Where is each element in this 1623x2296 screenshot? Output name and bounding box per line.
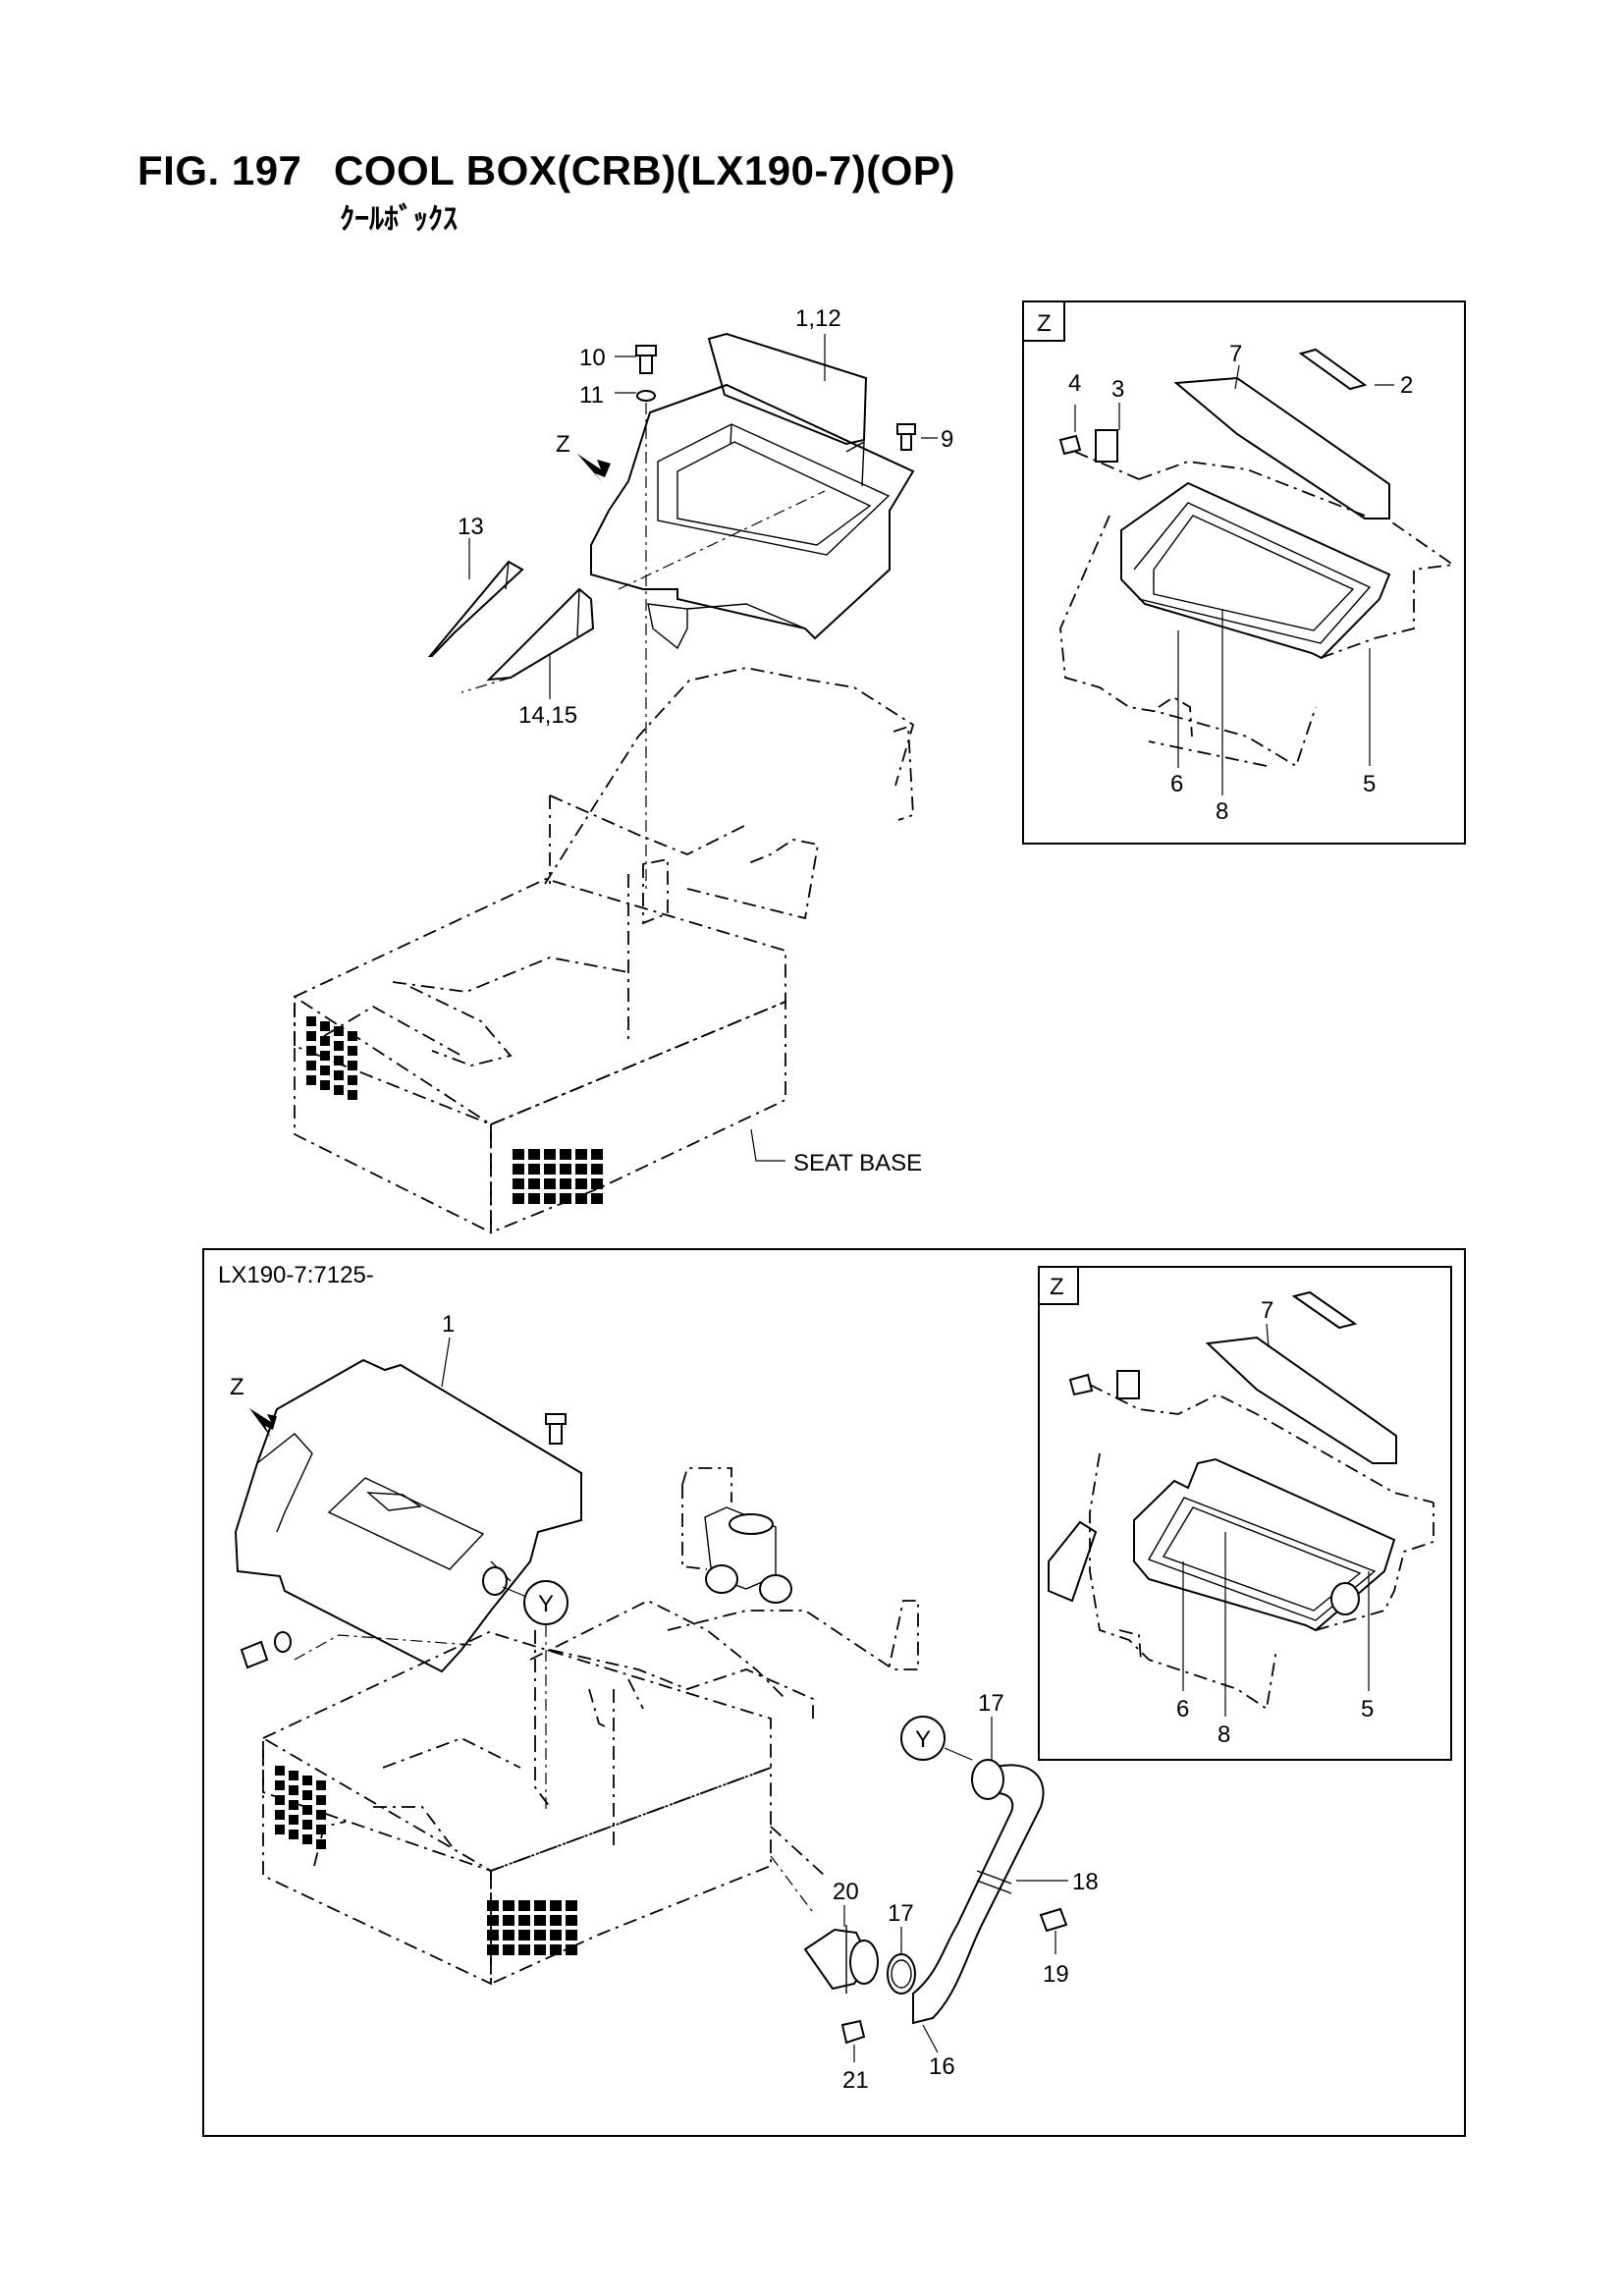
label-z-arrow-bottom: Z (230, 1374, 244, 1400)
vent-grille-front (513, 1149, 603, 1204)
detail-bottom-label-6: 6 (1176, 1696, 1189, 1722)
serial-note: LX190-7:7125- (218, 1262, 374, 1288)
label-y-top: Y (538, 1591, 554, 1617)
bolt-19 (1039, 1907, 1068, 1933)
label-13: 13 (458, 514, 484, 540)
label-19: 19 (1043, 1961, 1069, 1988)
vent-grille-left-bottom (275, 1766, 326, 1849)
hose-clamp-18 (976, 1870, 1012, 1885)
label-17b: 17 (888, 1900, 914, 1927)
label-11: 11 (579, 382, 604, 409)
vent-grille-left (306, 1016, 357, 1100)
detail-label-6: 6 (1170, 771, 1183, 797)
detail-lid (1173, 376, 1390, 519)
connector-y-top (523, 1580, 568, 1625)
figure-number: FIG. 197 (137, 147, 302, 193)
detail-label-5: 5 (1363, 771, 1376, 797)
label-14-15: 14,15 (518, 702, 577, 729)
detail-handle-bottom (1291, 1290, 1358, 1330)
detail-z-tag-top: Z (1037, 310, 1052, 337)
label-21: 21 (842, 2067, 869, 2094)
detail-z-tag-bottom: Z (1050, 1274, 1064, 1300)
figure-subtitle: ｸｰﾙﾎﾞｯｸｽ (340, 202, 458, 237)
handle-2 (1298, 348, 1368, 391)
detail-label-4: 4 (1068, 370, 1081, 397)
label-z-arrow: Z (556, 431, 570, 458)
label-20: 20 (833, 1879, 859, 1905)
cool-box-body (590, 383, 915, 640)
detail-bottom-label-8: 8 (1217, 1722, 1230, 1748)
label-10: 10 (579, 345, 606, 371)
detail-box-bottom (1133, 1457, 1396, 1632)
detail-label-2: 2 (1400, 372, 1413, 399)
top-assembly (294, 332, 938, 1234)
label-16: 16 (929, 2053, 955, 2080)
bracket-3 (1095, 429, 1118, 463)
view-arrow-z-bottom (249, 1408, 277, 1438)
bottom-assembly (234, 1337, 1068, 2062)
vent-grille-front-bottom (487, 1900, 577, 1955)
bracket-14-15 (486, 587, 595, 682)
detail-bracket-bottom (1116, 1370, 1140, 1399)
detail-label-7: 7 (1229, 341, 1242, 367)
detail-z-top (1022, 301, 1466, 845)
label-18: 18 (1072, 1869, 1099, 1895)
detail-z-bottom (1038, 1266, 1452, 1761)
view-arrow-z (577, 454, 611, 483)
seat-base-frame (294, 878, 786, 1125)
hose-16 (912, 1764, 1045, 2025)
figure-name: COOL BOX(CRB)(LX190-7)(OP) (334, 147, 955, 193)
detail-label-3: 3 (1111, 376, 1124, 403)
cool-box-lid (707, 332, 868, 446)
bracket-13 (427, 560, 524, 657)
label-17a: 17 (978, 1690, 1004, 1717)
washer-11 (636, 390, 656, 402)
bolt-4 (1058, 434, 1082, 456)
bolt-21 (840, 2019, 866, 2045)
clamp-17a (971, 1759, 1004, 1800)
connector-y-hose (900, 1716, 946, 1761)
label-1-12: 1,12 (795, 305, 841, 332)
detail-lid-bottom (1205, 1336, 1397, 1464)
label-y-hose: Y (915, 1726, 931, 1753)
detail-bottom-label-7: 7 (1261, 1297, 1273, 1324)
label-1: 1 (442, 1311, 455, 1338)
cover-bolt (240, 1640, 269, 1669)
detail-label-8: 8 (1216, 798, 1228, 825)
cover-1 (234, 1358, 582, 1673)
label-9: 9 (941, 426, 953, 453)
figure-title: FIG. 197 COOL BOX(CRB)(LX190-7)(OP) (137, 147, 955, 194)
seat-base-frame-bottom (262, 1631, 772, 1872)
label-seat-base: SEAT BASE (793, 1150, 922, 1176)
cover-washer (274, 1631, 292, 1653)
top-bolt (549, 1421, 563, 1445)
detail-bolt-bottom (1068, 1373, 1094, 1396)
detail-bottom-label-5: 5 (1361, 1696, 1374, 1722)
serial-variant-frame (202, 1248, 1466, 2137)
